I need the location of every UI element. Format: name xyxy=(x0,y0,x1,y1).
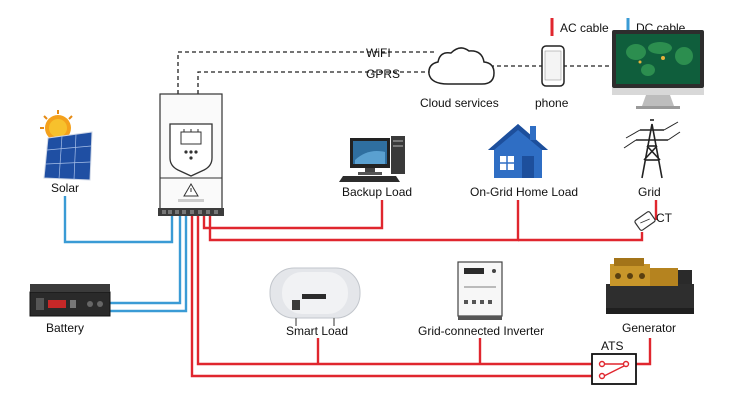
backup-load-cable xyxy=(202,200,384,230)
ct-clamp-icon xyxy=(634,211,656,231)
phone-label: phone xyxy=(535,96,569,110)
battery-icon xyxy=(29,284,111,317)
wifi-line xyxy=(177,51,435,94)
backup-load-label: Backup Load xyxy=(342,185,412,199)
grid-tower-icon xyxy=(623,119,681,179)
wifi-label: WiFI xyxy=(366,46,391,60)
grid-inverter-icon xyxy=(457,261,503,320)
house-icon xyxy=(488,124,548,178)
gprs-label: GPRS xyxy=(366,67,400,81)
grid-cable xyxy=(208,200,520,242)
ats-label: ATS xyxy=(601,339,623,353)
battery-dc-cable-1 xyxy=(108,216,182,305)
solar-dc-cable xyxy=(63,196,174,244)
ct-label: CT xyxy=(656,211,673,225)
generator-icon xyxy=(606,258,694,314)
smart-load-label: Smart Load xyxy=(286,324,348,338)
smart-load-bus xyxy=(196,216,595,366)
phone-icon xyxy=(541,45,565,87)
generator-label: Generator xyxy=(622,321,676,335)
solar-panel-icon xyxy=(40,110,93,181)
ac-cables xyxy=(190,200,658,378)
generator-drop xyxy=(632,338,652,366)
grid-label: Grid xyxy=(638,185,661,199)
legend-ac-label: AC cable xyxy=(560,21,609,35)
hybrid-inverter xyxy=(158,93,224,216)
battery-label: Battery xyxy=(46,321,84,335)
solar-label: Solar xyxy=(51,181,79,195)
cloud-label: Cloud services xyxy=(420,96,499,110)
monitor-icon xyxy=(612,30,704,109)
generator-bus xyxy=(190,216,595,378)
dc-cables xyxy=(63,196,188,313)
grid-to-ct xyxy=(518,232,644,242)
battery-dc-cable-2 xyxy=(108,216,188,313)
ats-switch xyxy=(591,353,637,385)
water-heater-icon xyxy=(269,267,361,326)
home-load-label: On-Grid Home Load xyxy=(470,185,578,199)
cloud-icon xyxy=(428,47,495,85)
gprs-line xyxy=(197,71,435,94)
comm-lines xyxy=(177,51,612,94)
grid-inverter-label: Grid-connected Inverter xyxy=(418,324,544,338)
computer-icon xyxy=(339,136,405,182)
